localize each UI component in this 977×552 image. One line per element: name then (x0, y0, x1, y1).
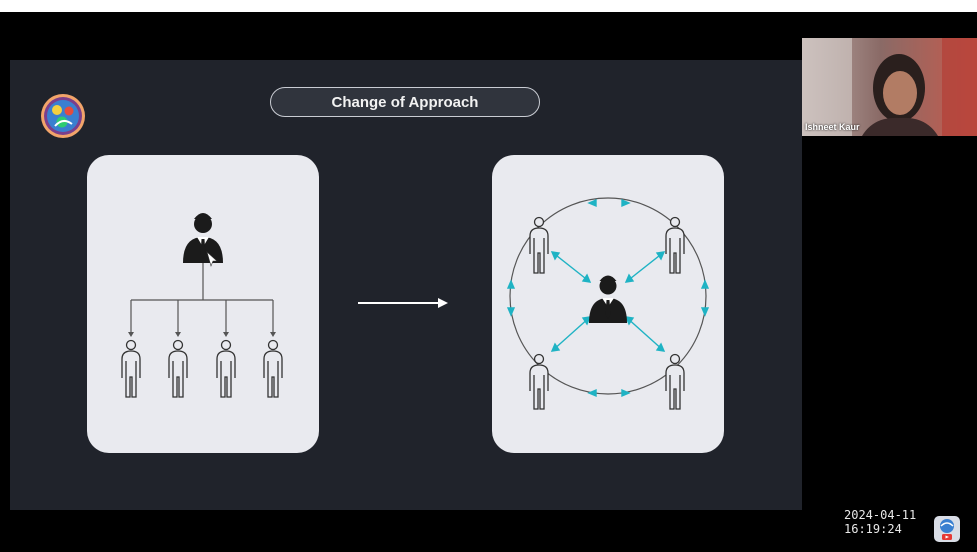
person-outline-icon (529, 216, 549, 274)
hierarchy-diagram-card (87, 155, 319, 453)
video-letterbox (10, 38, 802, 60)
person-outline-icon (665, 353, 685, 410)
peer-group (529, 216, 685, 410)
browser-top-strip (0, 0, 977, 12)
person-outline-icon (121, 339, 141, 398)
person-outline-icon (263, 339, 283, 398)
presentation-slide: Change of Approach (10, 60, 802, 510)
hierarchy-diagram (121, 213, 283, 398)
hierarchy-arrowheads (128, 332, 276, 337)
businessman-icon (183, 213, 223, 267)
person-outline-icon (216, 339, 236, 398)
transition-arrow-icon (358, 298, 448, 308)
participant-video-feed (802, 38, 977, 136)
recording-badge-icon[interactable] (933, 515, 961, 543)
network-diagram (506, 197, 710, 410)
recording-timestamp: 2024-04-11 16:19:24 (844, 508, 917, 536)
participant-video-tile[interactable]: Ishneet Kaur (802, 38, 977, 136)
network-circle (509, 197, 707, 395)
hierarchy-connectors (130, 263, 274, 335)
network-diagram-card (492, 155, 724, 453)
organization-logo-icon (41, 94, 85, 138)
person-outline-icon (529, 353, 549, 410)
connection-arrows (506, 198, 710, 398)
employee-row (121, 339, 283, 398)
participant-name-label: Ishneet Kaur (805, 122, 860, 132)
slide-title: Change of Approach (270, 87, 540, 117)
person-outline-icon (168, 339, 188, 398)
businessman-icon (589, 275, 627, 323)
person-outline-icon (665, 216, 685, 274)
